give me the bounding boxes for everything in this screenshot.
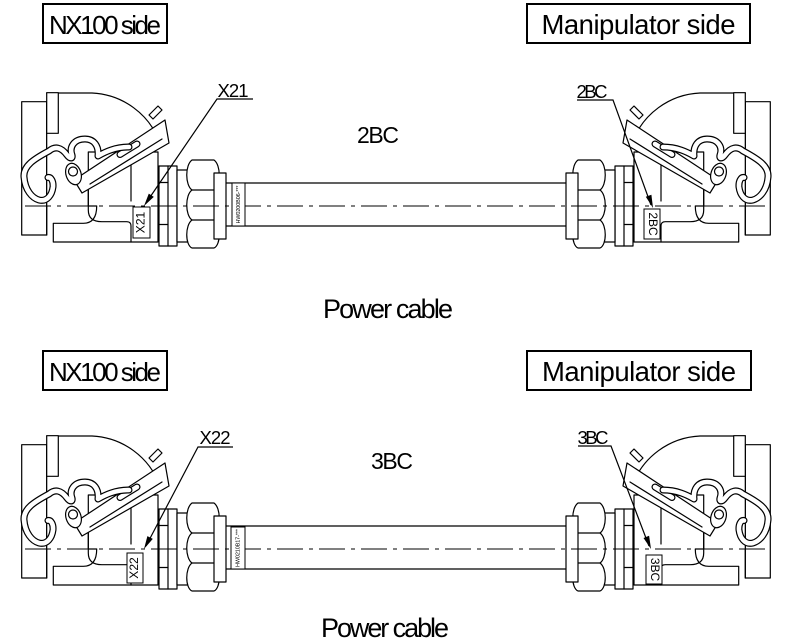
left-connector-drawing: [22, 436, 226, 591]
svg-text:Manipulator side: Manipulator side: [542, 9, 736, 40]
diagram-3bc: HW0210B17-*** NX100 side Manipulator sid…: [22, 350, 771, 643]
svg-text:NX100 side: NX100 side: [49, 10, 161, 40]
left-connector-tag: X22: [127, 557, 141, 579]
caption: Power cable: [323, 294, 453, 324]
cable-marking-text: HW0210B17-***: [235, 528, 241, 567]
nx100-side-label: NX100 side: [42, 350, 168, 391]
svg-text:X21: X21: [218, 80, 249, 101]
caption: Power cable: [321, 613, 449, 643]
nx100-side-label: NX100 side: [42, 3, 168, 44]
right-connector-tag: 3BC: [648, 558, 662, 582]
svg-text:2BC: 2BC: [577, 81, 608, 102]
svg-text:NX100 side: NX100 side: [49, 357, 161, 387]
cable-marking-text: HW0200B06-***: [236, 185, 242, 224]
right-connector-tag: 2BC: [646, 212, 660, 236]
left-connector-callout: X22 X22: [126, 427, 233, 584]
cable-marking: HW0200B06-***: [231, 182, 246, 227]
left-connector-drawing: [22, 93, 226, 248]
svg-text:Manipulator side: Manipulator side: [542, 356, 736, 387]
svg-text:X22: X22: [200, 427, 231, 448]
left-connector-tag: X21: [134, 212, 148, 234]
right-connector-drawing: [566, 436, 770, 591]
left-connector-callout: X21 X21: [132, 80, 253, 239]
right-connector-callout: 2BC 2BC: [577, 81, 661, 240]
diagram-2bc: HW0200B06-*** NX100 side Manipulator sid…: [22, 3, 771, 324]
cable-marking: HW0210B17-***: [230, 526, 246, 570]
cable: [226, 525, 566, 570]
svg-text:3BC: 3BC: [578, 427, 609, 448]
cable: [226, 182, 566, 227]
cable-label: 3BC: [371, 448, 413, 474]
cable-label: 2BC: [357, 122, 399, 148]
manipulator-side-label: Manipulator side: [526, 3, 751, 44]
right-connector-drawing: [566, 93, 770, 248]
right-connector-callout: 3BC 3BC: [578, 427, 663, 585]
manipulator-side-label: Manipulator side: [526, 350, 752, 391]
